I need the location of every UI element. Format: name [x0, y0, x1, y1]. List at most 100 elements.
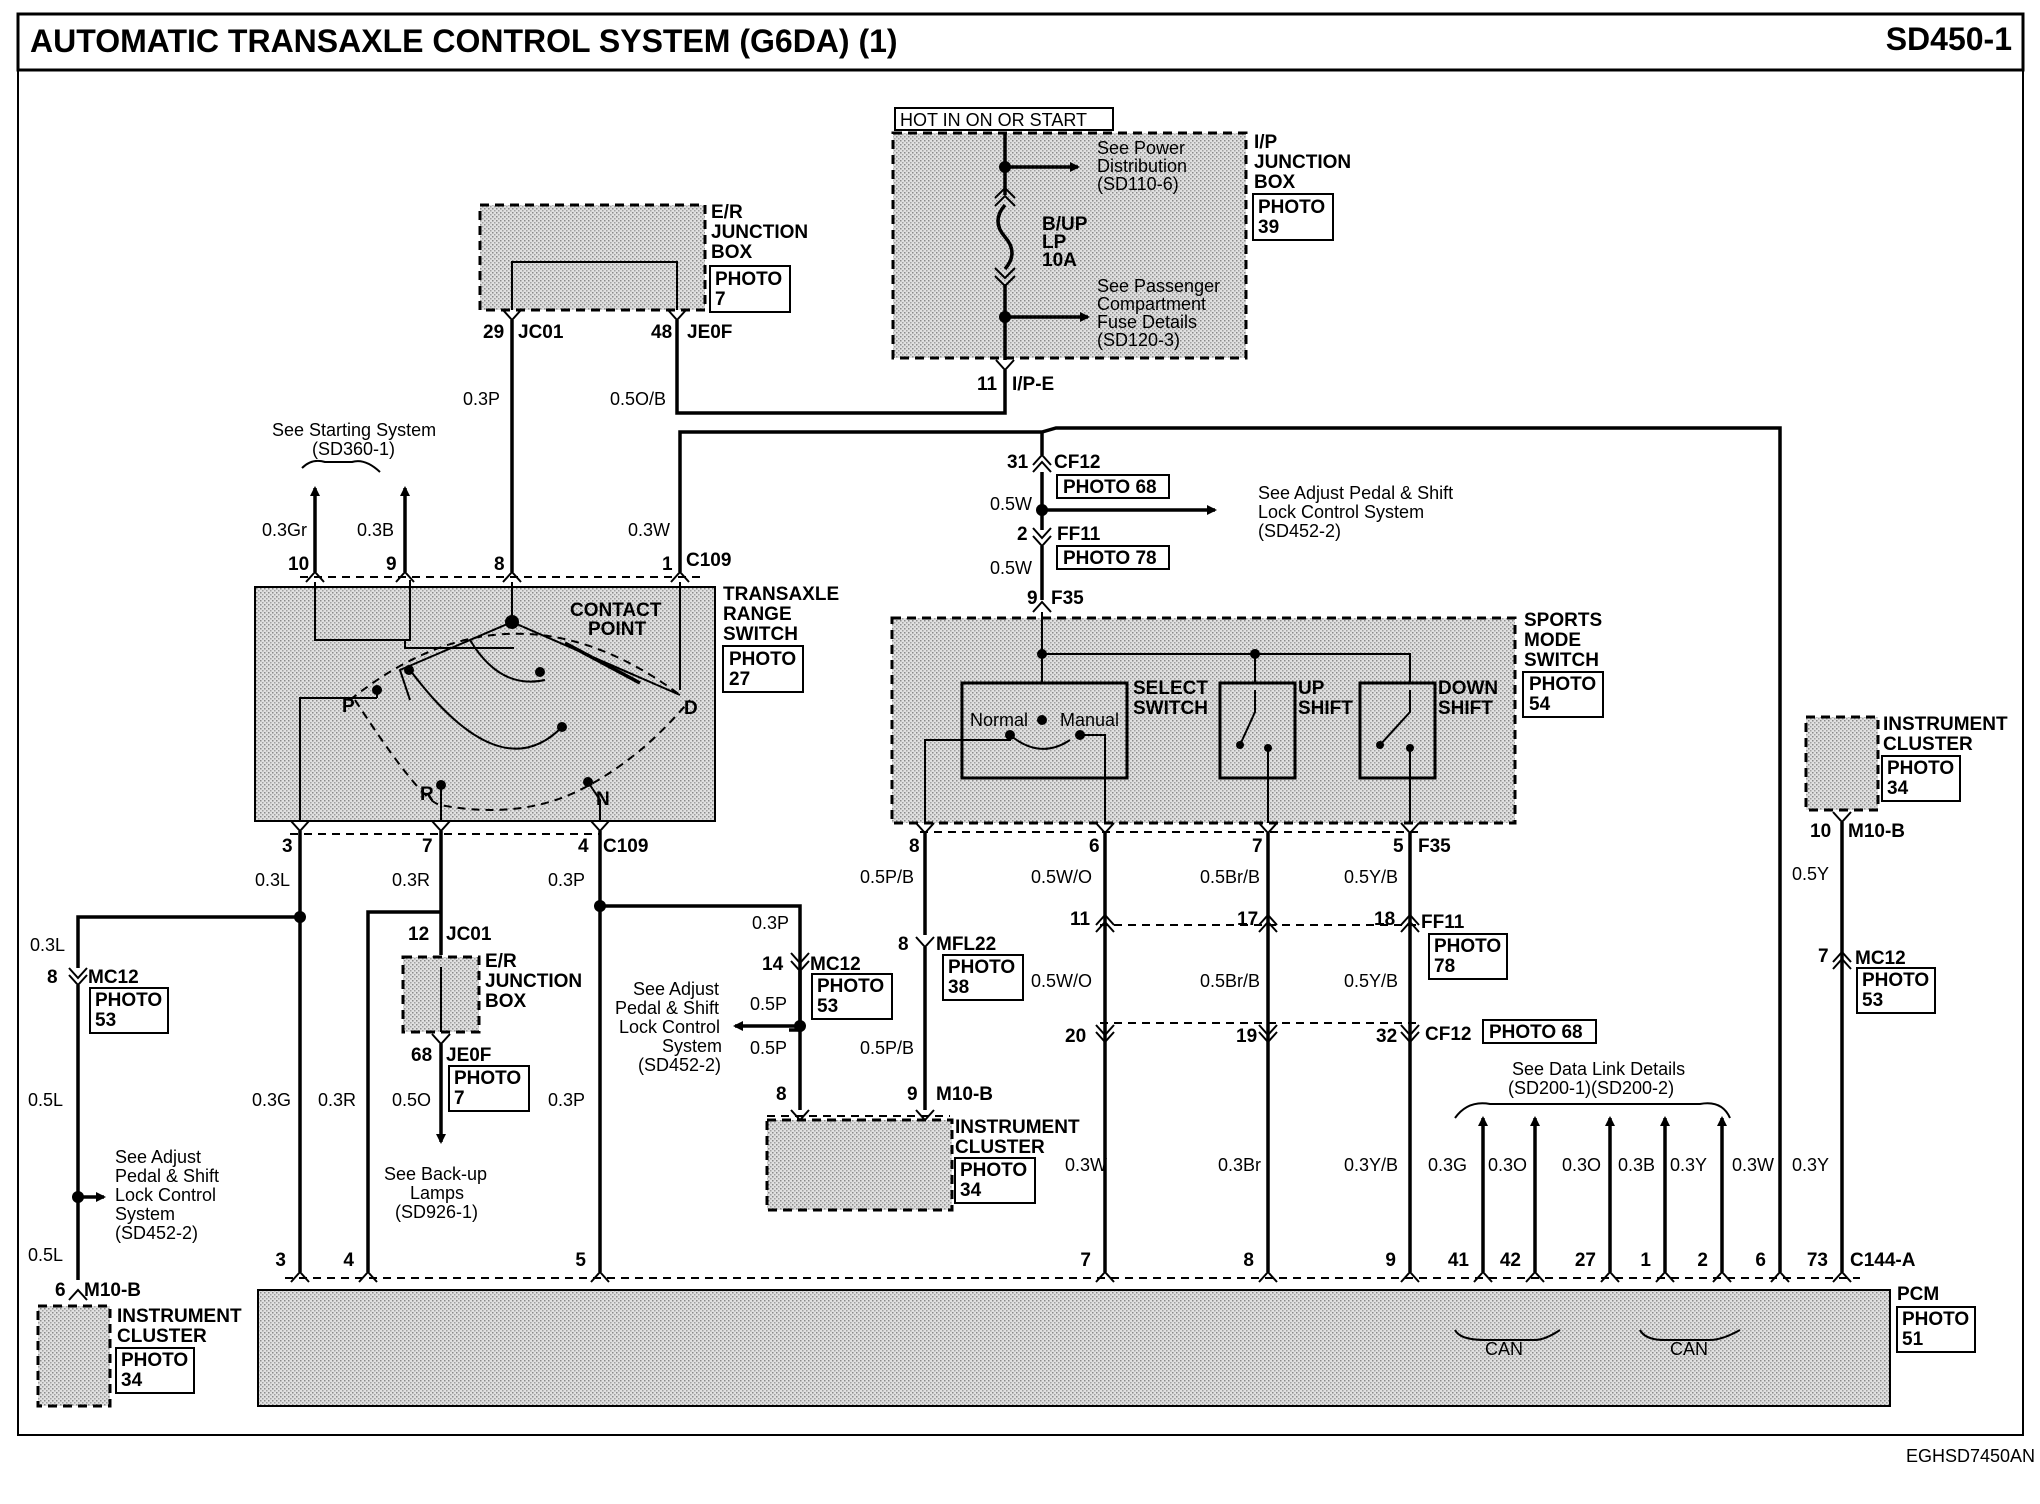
sports-mode-switch: Normal Manual SELECT SWITCH UP SHIFT DOW…	[890, 610, 1604, 825]
diagram-code: SD450-1	[1886, 21, 2012, 57]
svg-text:See Power: See Power	[1097, 138, 1185, 158]
wire-label: 0.3L	[255, 870, 290, 890]
wire-label: 0.3W	[628, 520, 670, 540]
wire-label: 0.5W	[990, 494, 1032, 514]
wire-label: 0.3Gr	[262, 520, 307, 540]
wire-label: 0.3Y	[1792, 1155, 1829, 1175]
photo-ref: PHOTO	[948, 957, 1015, 978]
wire-r-input	[366, 910, 441, 1272]
connector-label: MC12	[1855, 948, 1906, 969]
pcm-pin-terminal	[1655, 1270, 1675, 1283]
photo-ref: PHOTO	[95, 990, 162, 1011]
svg-text:BOX: BOX	[1254, 172, 1296, 193]
reference-text: (SD452-2)	[1258, 521, 1341, 541]
wire-label: 0.5L	[28, 1245, 63, 1265]
connector-label: FF11	[1421, 912, 1465, 933]
reference-text: (SD360-1)	[312, 439, 395, 459]
wire-label: 0.3Br	[1218, 1155, 1261, 1175]
connector-label: JE0F	[446, 1045, 491, 1066]
photo-ref: 78	[1434, 956, 1455, 977]
svg-text:SWITCH: SWITCH	[1524, 650, 1599, 671]
photo-ref: PHOTO 68	[1063, 477, 1157, 498]
instrument-cluster-left: INSTRUMENT CLUSTER PHOTO 34	[36, 1304, 242, 1408]
svg-text:RANGE: RANGE	[723, 604, 792, 625]
pcm-pin-number: 4	[343, 1250, 354, 1271]
wire-label: 0.5P	[750, 994, 787, 1014]
pcm-pin-number: 8	[1243, 1250, 1254, 1271]
connector-pin: 9	[1027, 588, 1038, 609]
svg-text:BOX: BOX	[711, 242, 753, 263]
connector-pin: 10	[1810, 821, 1831, 842]
svg-text:PHOTO: PHOTO	[960, 1160, 1027, 1181]
connector-pin: 11	[1070, 909, 1091, 930]
connector-pin: 8	[909, 836, 920, 857]
connector-pin: 5	[1393, 836, 1404, 857]
connector-pin: 1	[662, 554, 673, 575]
photo-ref: PHOTO	[454, 1068, 521, 1089]
reference-text: Lamps	[410, 1183, 464, 1203]
svg-text:MODE: MODE	[1524, 630, 1581, 651]
pcm-pin-terminal	[1400, 1270, 1420, 1283]
pcm-pin-number: 5	[575, 1250, 586, 1271]
wire-label: 0.3G	[252, 1090, 291, 1110]
svg-text:SHIFT: SHIFT	[1298, 698, 1353, 719]
wire-label: 0.5O	[392, 1090, 431, 1110]
connector-pin: 48	[651, 322, 672, 343]
wire-label: 0.3B	[357, 520, 394, 540]
svg-text:SHIFT: SHIFT	[1438, 698, 1493, 719]
wire-label: 0.3W	[1065, 1155, 1107, 1175]
svg-text:I/P: I/P	[1254, 132, 1278, 153]
pcm-pin-terminal	[1712, 1270, 1732, 1283]
pcm-pin-number: 42	[1500, 1250, 1521, 1271]
pcm-pin-terminal	[1258, 1270, 1278, 1283]
pcm: PCM PHOTO 51 CAN CAN	[257, 1284, 1976, 1407]
svg-text:PHOTO: PHOTO	[121, 1350, 188, 1371]
svg-text:R: R	[420, 784, 434, 805]
wire-label: 0.3R	[318, 1090, 356, 1110]
wire-label: 0.3O	[1488, 1155, 1527, 1175]
connector-label: MC12	[810, 954, 861, 975]
connector-label: M10-B	[84, 1280, 141, 1301]
connector-label: JC01	[518, 322, 564, 343]
connector-label: M10-B	[1848, 821, 1905, 842]
photo-ref: PHOTO	[1862, 970, 1929, 991]
connector-pin: 31	[1007, 452, 1029, 473]
connector-label: C109	[603, 836, 648, 857]
reference-text: See Adjust	[115, 1147, 201, 1167]
reference-text: See Starting System	[272, 420, 436, 440]
connector-pin: 7	[1252, 836, 1263, 857]
connector-label: JE0F	[687, 322, 732, 343]
instrument-cluster-right: INSTRUMENT CLUSTER PHOTO 34	[1804, 714, 2008, 812]
wire-label: 0.5W	[990, 558, 1032, 578]
connector-pin: 19	[1236, 1026, 1257, 1047]
wire-label: 0.3P	[752, 913, 789, 933]
diagram-frame	[17, 69, 2024, 1436]
svg-text:B/UP: B/UP	[1042, 214, 1088, 235]
svg-text:PCM: PCM	[1897, 1284, 1939, 1305]
pcm-pin-terminal	[358, 1270, 378, 1283]
svg-text:34: 34	[960, 1180, 982, 1201]
svg-text:CLUSTER: CLUSTER	[1883, 734, 1973, 755]
pcm-pin-number: 6	[1755, 1250, 1766, 1271]
svg-text:CAN: CAN	[1485, 1339, 1523, 1359]
svg-text:TRANSAXLE: TRANSAXLE	[723, 584, 839, 605]
reference-text: See Back-up	[384, 1164, 487, 1184]
wire-label: 0.3B	[1618, 1155, 1655, 1175]
svg-text:INSTRUMENT: INSTRUMENT	[955, 1117, 1080, 1138]
svg-text:LP: LP	[1042, 232, 1067, 253]
pcm-pin-terminal	[1525, 1270, 1545, 1283]
svg-text:CONTACT: CONTACT	[570, 600, 662, 621]
wire-label: 0.5W/O	[1031, 867, 1092, 887]
svg-text:34: 34	[121, 1370, 143, 1391]
svg-text:INSTRUMENT: INSTRUMENT	[1883, 714, 2008, 735]
svg-text:INSTRUMENT: INSTRUMENT	[117, 1306, 242, 1327]
photo-ref: PHOTO 78	[1063, 548, 1157, 569]
svg-text:D: D	[684, 698, 698, 719]
svg-text:E/R: E/R	[711, 202, 743, 223]
pcm-pin-number: 3	[275, 1250, 286, 1271]
connector-label: CF12	[1425, 1024, 1471, 1045]
svg-text:SWITCH: SWITCH	[723, 624, 798, 645]
photo-ref: PHOTO 68	[1489, 1022, 1583, 1043]
connector-pin: 8	[898, 934, 909, 955]
svg-text:SELECT: SELECT	[1133, 678, 1208, 699]
